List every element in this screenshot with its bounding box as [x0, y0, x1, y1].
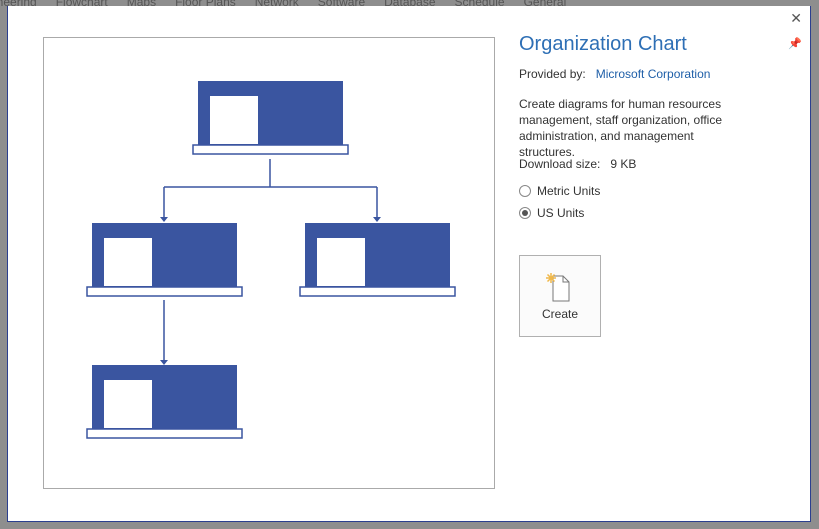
tab-flowchart[interactable]: Flowchart — [55, 0, 108, 9]
tab-floor-plans[interactable]: Floor Plans — [175, 0, 236, 9]
new-document-icon — [546, 273, 570, 302]
org-chart-node — [299, 223, 456, 297]
pin-icon[interactable]: 📌 — [788, 38, 802, 50]
provided-by: Provided by: Microsoft Corporation — [519, 67, 710, 81]
template-title: Organization Chart — [519, 33, 687, 55]
tab-network[interactable]: Network — [254, 0, 299, 9]
tab-maps[interactable]: Maps — [126, 0, 157, 9]
org-chart-node — [86, 365, 243, 439]
template-dialog: ✕ 📌 Organization Chart Provided by: Micro… — [7, 6, 811, 522]
template-preview — [43, 37, 495, 489]
provider-link[interactable]: Microsoft Corporation — [595, 67, 711, 81]
org-chart-thumbnail — [86, 81, 456, 439]
org-chart-node — [86, 223, 243, 297]
background-tabs: ineering Flowchart Maps Floor Plans Netw… — [0, 0, 585, 9]
org-chart-node — [192, 81, 349, 155]
tab-software[interactable]: Software — [317, 0, 366, 9]
create-button[interactable]: Create — [519, 255, 601, 337]
download-size-label: Download size: — [519, 157, 601, 171]
create-label: Create — [541, 307, 579, 321]
description: Create diagrams for human resources mana… — [519, 97, 723, 159]
tab-engineering[interactable]: ineering — [0, 0, 37, 9]
download-size-value: 9 KB — [610, 157, 637, 171]
radio-label: Metric Units — [537, 184, 601, 198]
tab-schedule[interactable]: Schedule — [454, 0, 505, 9]
radio-icon[interactable] — [519, 185, 531, 197]
metric-units-radio[interactable]: Metric Units — [519, 184, 600, 198]
radio-label: US Units — [537, 206, 585, 220]
radio-selected-icon[interactable] — [519, 207, 531, 219]
tab-general[interactable]: General — [523, 0, 567, 9]
tab-database[interactable]: Database — [384, 0, 436, 9]
us-units-radio[interactable]: US Units — [519, 206, 584, 220]
close-icon[interactable]: ✕ — [790, 10, 802, 26]
provided-by-label: Provided by: — [519, 67, 586, 81]
download-size: Download size: 9 KB — [519, 157, 636, 171]
